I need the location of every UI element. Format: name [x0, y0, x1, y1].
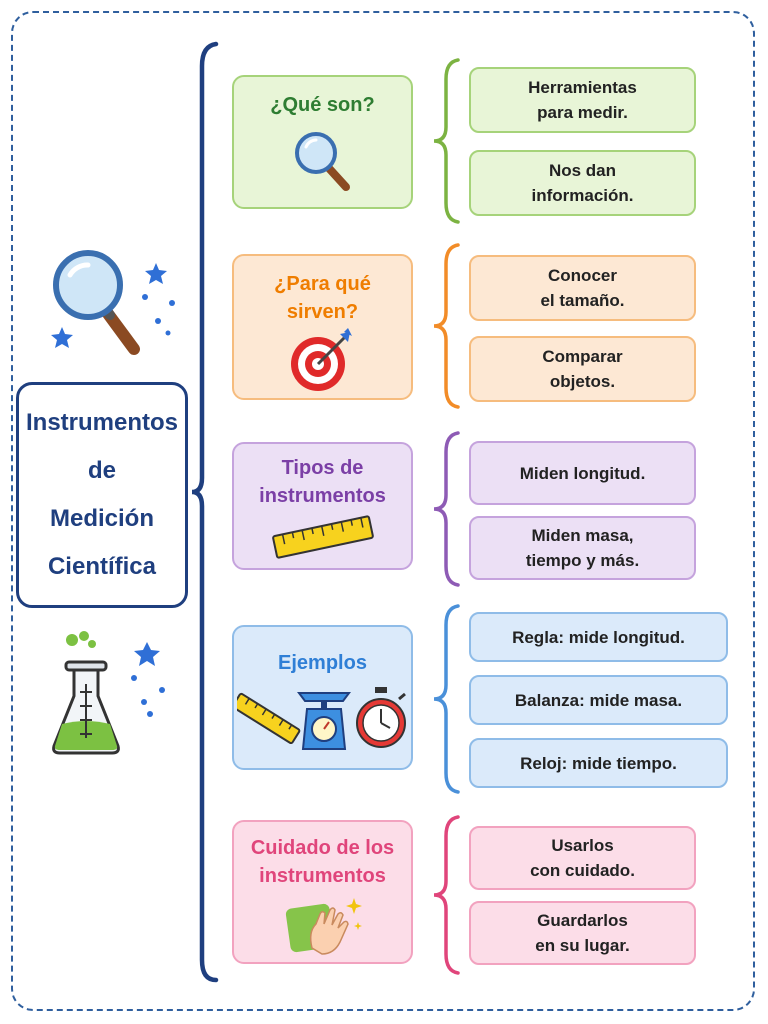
item-miden-longitud: Miden longitud.: [469, 441, 696, 505]
target-icon: [290, 328, 352, 391]
ruler-icon: [236, 692, 300, 745]
brace-cuidado: [433, 815, 460, 975]
magnifying-glass-decoration: [51, 250, 175, 355]
star-icon: [134, 642, 160, 666]
brace-para-que-sirven: [433, 243, 460, 409]
item-usarlos: Usarlos con cuidado.: [469, 826, 696, 890]
item-herramientas: Herramientas para medir.: [469, 67, 696, 133]
star-icon: [51, 327, 73, 348]
main-title: Instrumentos de Medición Científica: [25, 409, 178, 580]
magnifying-glass-icon: [294, 132, 350, 191]
item-conocer-tamano: Conocer el tamaño.: [469, 255, 696, 321]
item-informacion: Nos dan información.: [469, 150, 696, 216]
category-label: ¿Para qué sirven?: [274, 273, 371, 323]
category-ejemplos: Ejemplos: [232, 625, 413, 770]
item-regla: Regla: mide longitud.: [469, 612, 728, 662]
main-brace: [191, 41, 219, 983]
category-tipos-instrumentos: Tipos de instrumentos: [232, 442, 413, 570]
stopwatch-icon: [355, 687, 406, 748]
cleaning-cloth-icon: [285, 898, 362, 955]
scale-icon: [296, 692, 351, 750]
category-label: Ejemplos: [278, 652, 367, 674]
category-label: ¿Qué son?: [270, 94, 375, 116]
ruler-icon: [271, 515, 374, 559]
item-miden-masa: Miden masa, tiempo y más.: [469, 516, 696, 580]
magnifying-glass-icon: [53, 250, 140, 355]
brace-tipos-instrumentos: [433, 431, 460, 587]
category-cuidado: Cuidado de los instrumentos: [232, 820, 413, 964]
flask-decoration: [52, 631, 165, 755]
main-title-box: Instrumentos de Medición Científica: [16, 382, 188, 608]
examples-icons: [236, 687, 406, 750]
category-label: Tipos de instrumentos: [259, 457, 386, 507]
item-balanza: Balanza: mide masa.: [469, 675, 728, 725]
category-que-son: ¿Qué son?: [232, 75, 413, 209]
flask-icon: [52, 631, 120, 755]
brace-que-son: [433, 58, 460, 224]
item-guardarlos: Guardarlos en su lugar.: [469, 901, 696, 965]
brace-ejemplos: [433, 604, 460, 794]
item-comparar-objetos: Comparar objetos.: [469, 336, 696, 402]
category-para-que-sirven: ¿Para qué sirven?: [232, 254, 413, 400]
page-frame: [11, 11, 755, 1011]
item-reloj: Reloj: mide tiempo.: [469, 738, 728, 788]
category-label: Cuidado de los instrumentos: [250, 837, 395, 887]
star-icon: [145, 263, 167, 284]
